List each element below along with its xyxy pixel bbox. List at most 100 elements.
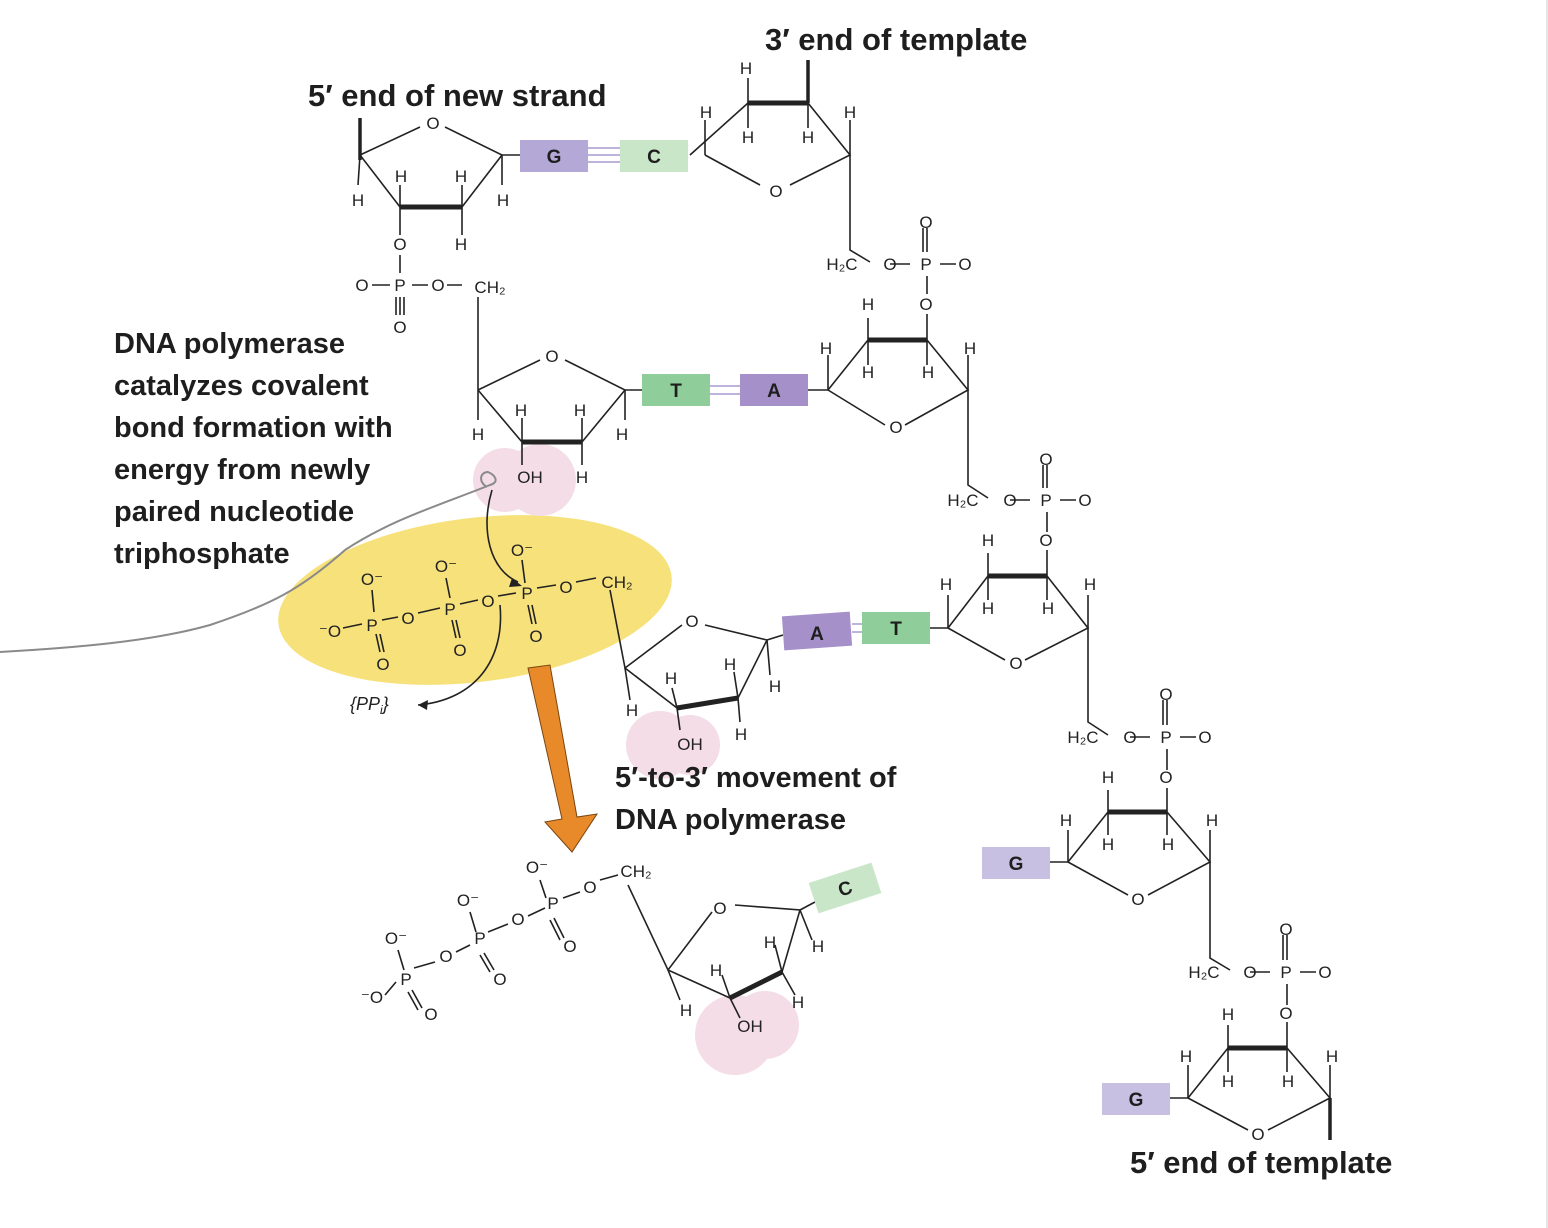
svg-text:O: O (1123, 728, 1136, 747)
svg-text:O: O (919, 213, 932, 232)
svg-text:H: H (1180, 1047, 1192, 1066)
svg-text:O: O (511, 910, 524, 929)
svg-text:O: O (883, 255, 896, 274)
svg-text:H: H (862, 295, 874, 314)
svg-text:O⁻: O⁻ (385, 929, 407, 948)
svg-text:H: H (812, 937, 824, 956)
atom-labels: O H H H H H O O P O CH₂ O O H H H H OH H… (319, 59, 1338, 1144)
svg-text:O⁻: O⁻ (435, 557, 457, 576)
movement-arrow (527, 664, 599, 853)
base-a-template (740, 374, 808, 406)
svg-text:O: O (355, 276, 368, 295)
svg-text:O: O (769, 182, 782, 201)
svg-text:H: H (1102, 835, 1114, 854)
svg-text:O: O (529, 627, 542, 646)
svg-text:O: O (1318, 963, 1331, 982)
svg-text:P: P (920, 255, 931, 274)
base-c-incoming-label: C (836, 877, 856, 901)
hydroxyl-highlight-bottom (695, 991, 799, 1075)
svg-text:O: O (919, 295, 932, 314)
base-t-new-label: T (670, 381, 682, 402)
three-prime-template-label: 3′ end of template (765, 22, 1028, 57)
svg-text:O: O (889, 418, 902, 437)
svg-text:O: O (1243, 963, 1256, 982)
right-border (1546, 0, 1548, 1228)
svg-text:O: O (545, 347, 558, 366)
svg-text:H: H (1084, 575, 1096, 594)
svg-text:H: H (724, 655, 736, 674)
svg-text:O: O (376, 655, 389, 674)
base-pair-1: G C (520, 140, 688, 172)
svg-text:O: O (1039, 531, 1052, 550)
svg-text:O: O (1003, 491, 1016, 510)
svg-text:H: H (1162, 835, 1174, 854)
svg-text:P: P (521, 584, 532, 603)
svg-text:O: O (481, 592, 494, 611)
five-prime-new-strand-label: 5′ end of new strand (308, 78, 607, 113)
svg-text:H: H (395, 167, 407, 186)
svg-text:OH: OH (677, 735, 703, 754)
hydroxyl-highlight-mid (626, 711, 720, 779)
hydrogen-bonds (588, 147, 862, 633)
base-t-template-label: T (890, 619, 902, 640)
svg-text:O⁻: O⁻ (511, 541, 533, 560)
svg-text:H: H (792, 993, 804, 1012)
svg-text:H: H (1060, 811, 1072, 830)
svg-text:O: O (563, 937, 576, 956)
svg-text:O: O (439, 947, 452, 966)
svg-text:H: H (820, 339, 832, 358)
svg-text:O: O (1131, 890, 1144, 909)
svg-text:H: H (574, 401, 586, 420)
svg-text:H: H (700, 103, 712, 122)
svg-text:O: O (1009, 654, 1022, 673)
svg-text:H: H (1222, 1072, 1234, 1091)
svg-text:H: H (740, 59, 752, 78)
svg-text:O: O (559, 578, 572, 597)
svg-text:P: P (547, 894, 558, 913)
base-pair-2: T A (642, 374, 808, 406)
svg-text:O: O (1078, 491, 1091, 510)
svg-text:H: H (680, 1001, 692, 1020)
svg-text:H₂C: H₂C (947, 491, 978, 510)
svg-text:H: H (735, 725, 747, 744)
svg-text:H: H (497, 191, 509, 210)
svg-text:O: O (401, 609, 414, 628)
svg-text:H: H (862, 363, 874, 382)
svg-text:P: P (474, 929, 485, 948)
annotation-stroke (0, 470, 497, 653)
base-c-incoming (808, 862, 882, 914)
svg-text:H: H (982, 599, 994, 618)
svg-text:H: H (982, 531, 994, 550)
svg-text:H: H (1206, 811, 1218, 830)
svg-text:O: O (426, 114, 439, 133)
svg-text:O⁻: O⁻ (526, 858, 548, 877)
bond-lines (342, 60, 1332, 1140)
svg-text:H: H (1102, 768, 1114, 787)
svg-text:P: P (366, 616, 377, 635)
release-arrow (417, 604, 502, 706)
svg-text:O: O (1279, 1004, 1292, 1023)
base-t-template (862, 612, 930, 644)
attack-arrowhead (509, 578, 522, 587)
svg-text:H: H (922, 363, 934, 382)
svg-text:O: O (393, 235, 406, 254)
base-t-new (642, 374, 710, 406)
svg-text:CH₂: CH₂ (474, 278, 505, 297)
svg-text:H: H (1042, 599, 1054, 618)
release-arrowhead (418, 700, 428, 710)
movement-label: 5′-to-3′ movement of DNA polymerase (615, 762, 897, 836)
pyrophosphate-label: {PPi} (350, 694, 389, 717)
svg-text:O: O (685, 612, 698, 631)
base-g-template-1 (982, 847, 1050, 879)
svg-text:P: P (400, 970, 411, 989)
base-g-new-label: G (547, 147, 562, 168)
svg-text:H: H (940, 575, 952, 594)
base-g-new (520, 140, 588, 172)
svg-text:⁻O: ⁻O (361, 988, 383, 1007)
svg-text:P: P (1280, 963, 1291, 982)
svg-text:H: H (515, 401, 527, 420)
base-g-template-2 (1102, 1083, 1170, 1115)
base-pair-3: A T (781, 611, 930, 651)
svg-text:O: O (1039, 450, 1052, 469)
